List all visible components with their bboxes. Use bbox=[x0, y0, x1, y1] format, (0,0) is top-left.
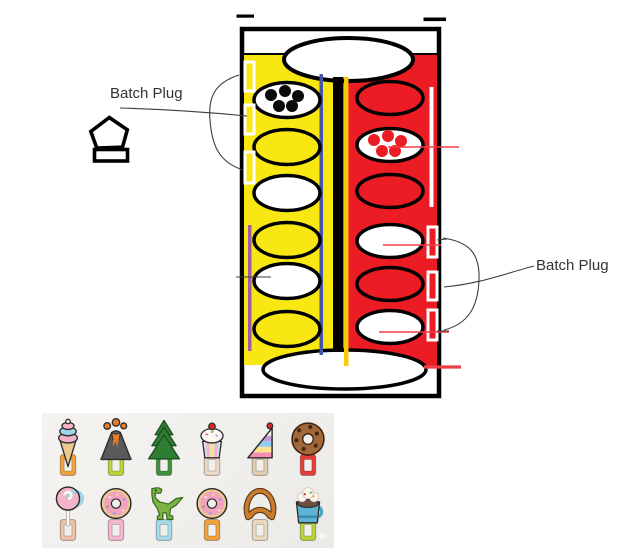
left-plug-slots bbox=[243, 60, 256, 185]
cake-slice-icon bbox=[247, 422, 274, 459]
batch-dot bbox=[376, 145, 388, 157]
cupcake-charm bbox=[188, 417, 236, 482]
sparkle-icon bbox=[316, 530, 328, 542]
left-batch-ellipses bbox=[252, 80, 322, 349]
plug-slot bbox=[426, 270, 439, 302]
pine-tree-charm bbox=[140, 417, 188, 482]
batch-cell-ellipse bbox=[252, 127, 322, 167]
pink-donut-charm bbox=[188, 482, 236, 547]
pink-donut-icon bbox=[196, 487, 228, 519]
cocoa-mug-icon bbox=[295, 486, 324, 524]
clip-tab bbox=[203, 518, 221, 541]
chocolate-donut-icon bbox=[291, 422, 325, 457]
clip-tab bbox=[251, 518, 269, 541]
blue-stripe bbox=[319, 74, 323, 355]
charm-sheet-photo bbox=[42, 413, 334, 548]
batch-cell-ellipse bbox=[252, 261, 322, 301]
cake-slice-charm bbox=[236, 417, 284, 482]
chocolate-donut-charm bbox=[284, 417, 332, 482]
center-divider bbox=[333, 77, 344, 352]
left-brace-curve bbox=[209, 74, 244, 171]
clip-tab bbox=[251, 454, 269, 477]
batch-dot bbox=[368, 134, 380, 146]
ice-cream-icon bbox=[57, 418, 79, 468]
clip-tab bbox=[203, 454, 221, 477]
batch-plug-label-right: Batch Plug bbox=[536, 257, 609, 274]
right-plug-slots bbox=[426, 225, 439, 342]
clip-tab bbox=[107, 518, 125, 541]
batch-cell-ellipse bbox=[355, 222, 425, 260]
plug-slot bbox=[426, 308, 439, 342]
right-slot-tick-1 bbox=[436, 238, 448, 241]
batch-dot bbox=[389, 145, 401, 157]
dinosaur-icon bbox=[151, 486, 184, 520]
red-leader-lines bbox=[379, 146, 461, 369]
cupcake-icon bbox=[200, 422, 224, 459]
clip-tab bbox=[59, 518, 77, 541]
dinosaur-charm bbox=[140, 482, 188, 547]
pine-tree-icon bbox=[147, 419, 181, 460]
batch-dot bbox=[292, 90, 304, 102]
batch-cell-ellipse bbox=[252, 173, 322, 213]
top-tab-left bbox=[236, 14, 254, 18]
top-tab-right bbox=[423, 17, 446, 22]
lollipop-charm bbox=[44, 482, 92, 547]
pretzel-charm bbox=[236, 482, 284, 547]
volcano-charm bbox=[92, 417, 140, 482]
batch-cell-ellipse bbox=[355, 79, 425, 117]
purple-stripe bbox=[248, 225, 252, 351]
batch-cell-ellipse bbox=[355, 308, 425, 346]
clip-tab bbox=[155, 518, 173, 541]
batch-dot bbox=[286, 100, 298, 112]
pentagon-plug-icon bbox=[88, 115, 130, 163]
top-opening-ellipse bbox=[282, 36, 415, 83]
plug-slot bbox=[243, 60, 256, 93]
batch-plug-label-left: Batch Plug bbox=[110, 85, 183, 102]
right-leader-line bbox=[443, 265, 535, 288]
annotation-lines bbox=[119, 74, 535, 332]
batch-dot bbox=[382, 130, 394, 142]
left-leader-line bbox=[119, 107, 248, 117]
clip-tab bbox=[299, 518, 317, 541]
batch-cell-ellipse bbox=[355, 265, 425, 303]
batch-cell-ellipse bbox=[355, 172, 425, 210]
batch-dot bbox=[265, 89, 277, 101]
batch-dot bbox=[395, 135, 407, 147]
plug-slot bbox=[426, 225, 439, 259]
right-batch-ellipses bbox=[355, 79, 425, 346]
yellow-stripe bbox=[344, 77, 349, 366]
batch-dot bbox=[273, 100, 285, 112]
right-brace-curve bbox=[442, 237, 480, 331]
pretzel-icon bbox=[243, 487, 277, 521]
batch-cell-ellipse bbox=[252, 309, 322, 349]
volcano-icon bbox=[100, 418, 132, 461]
plug-slot bbox=[243, 150, 256, 185]
batch-cell-ellipse bbox=[252, 220, 322, 260]
cocoa-mug-charm bbox=[284, 482, 332, 547]
pink-donut-charm bbox=[92, 482, 140, 547]
lollipop-icon bbox=[55, 486, 85, 527]
batch-dot bbox=[279, 85, 291, 97]
clip-tab bbox=[299, 454, 317, 477]
pink-donut-icon bbox=[100, 487, 132, 519]
ice-cream-cone-charm bbox=[44, 417, 92, 482]
plug-slot bbox=[243, 103, 256, 136]
